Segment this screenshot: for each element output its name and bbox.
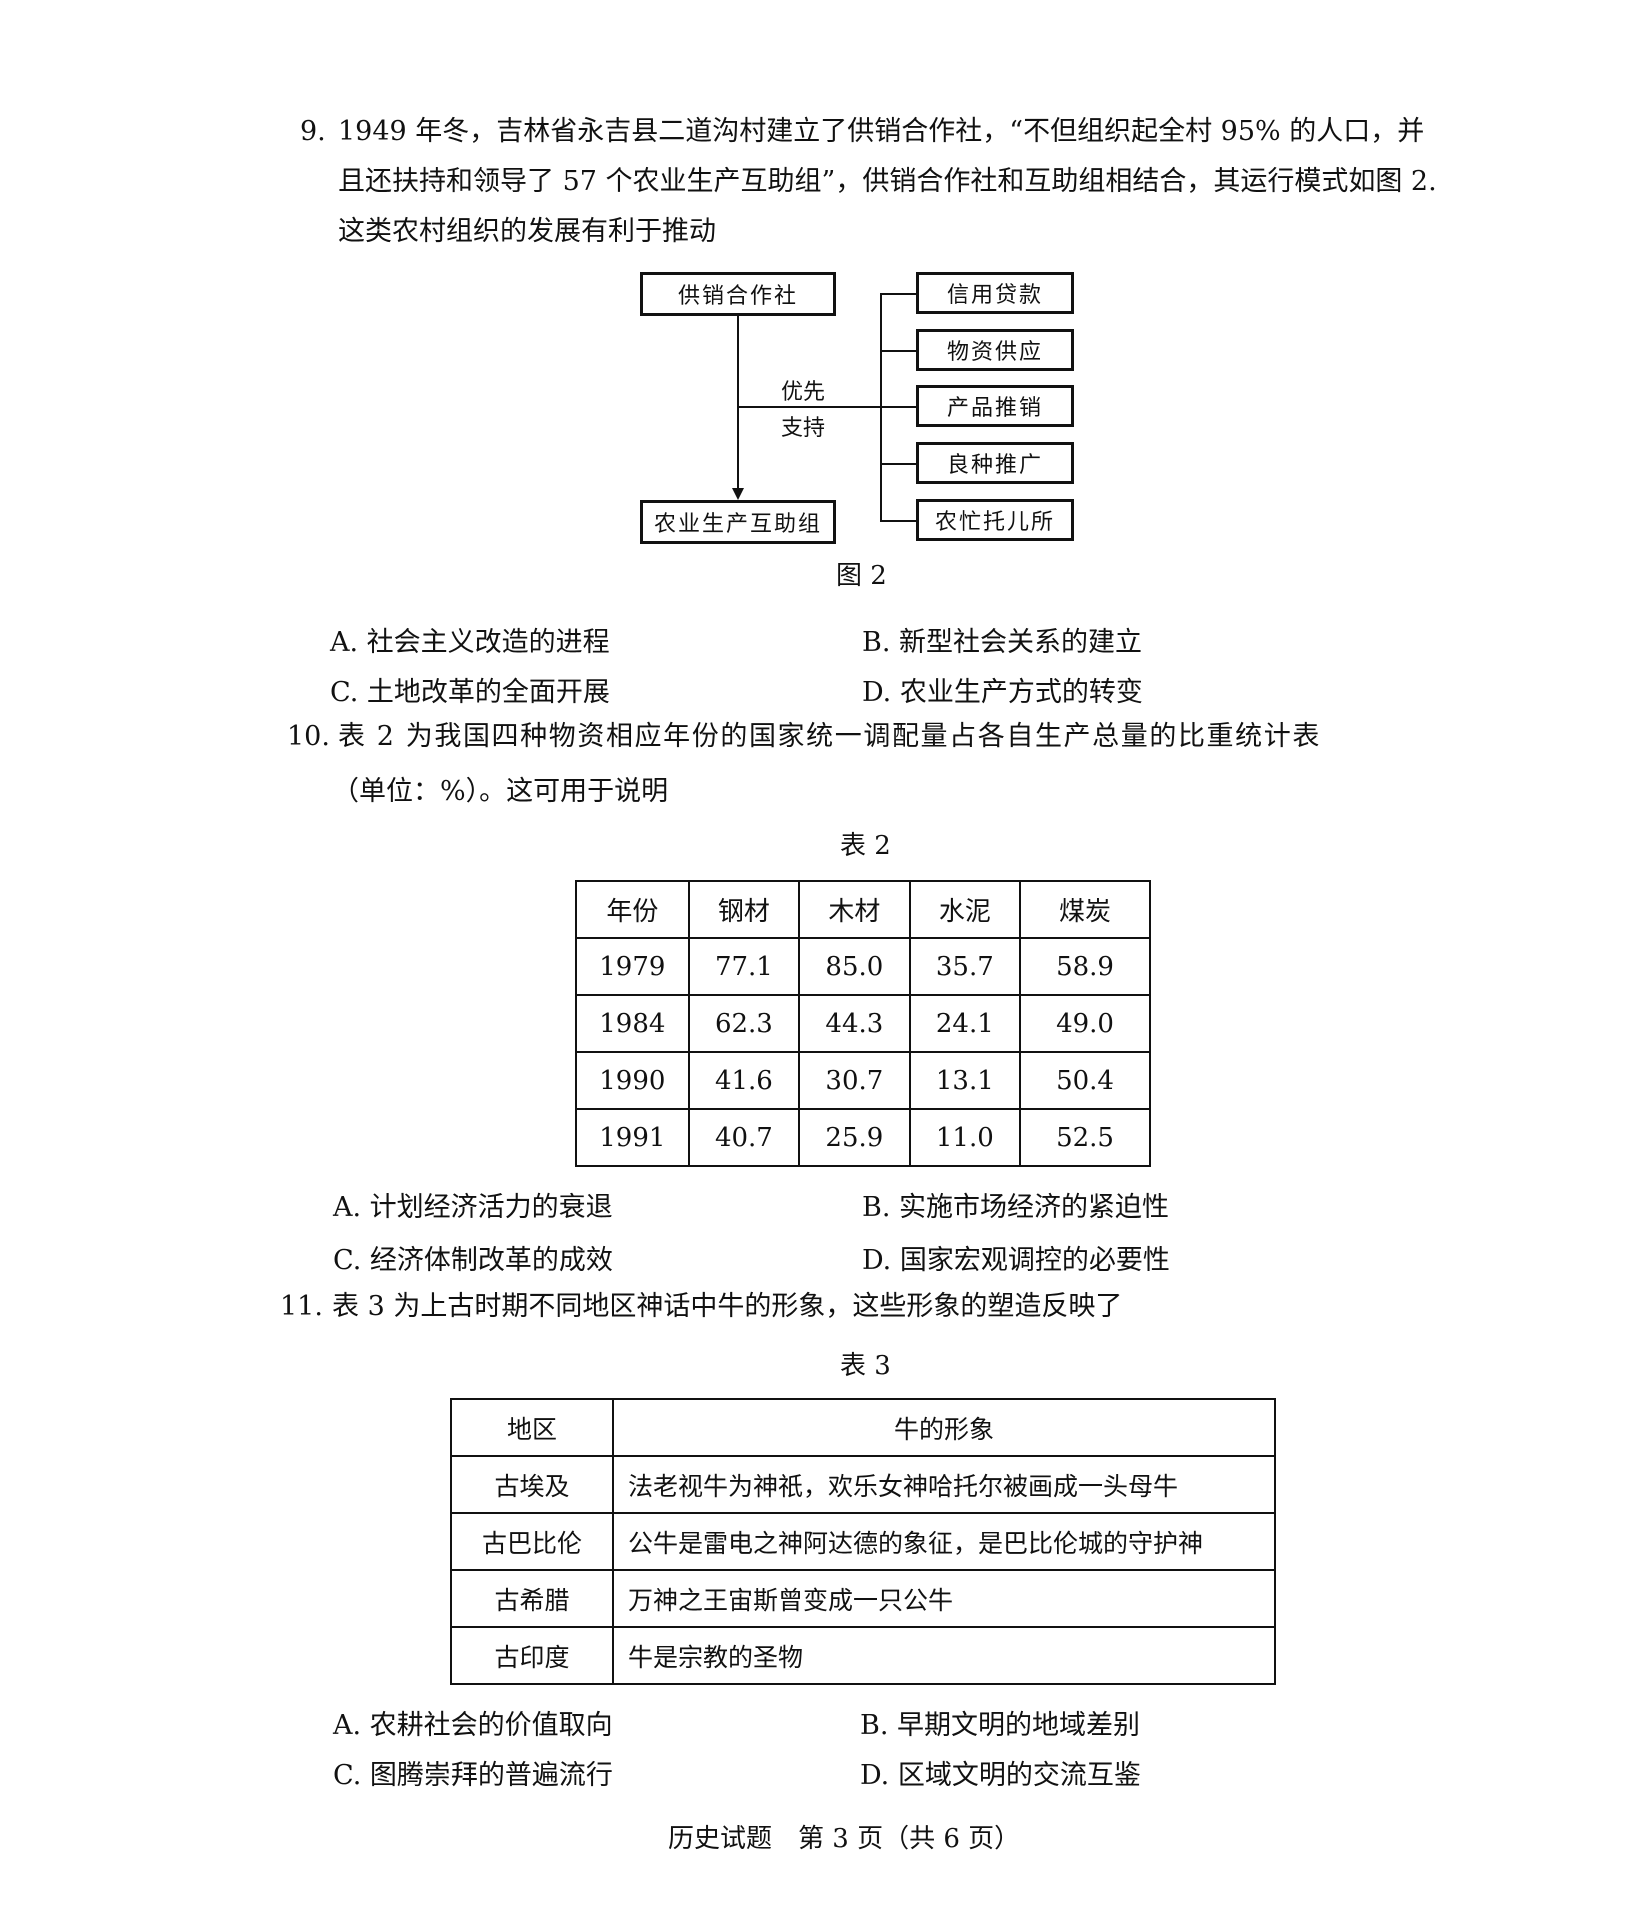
diagram-bracket-tick-4 xyxy=(880,463,916,465)
table-header-cell: 地区 xyxy=(450,1398,614,1457)
diagram-bracket-tick-5 xyxy=(880,520,916,522)
q10-line-2: （单位：%）。这可用于说明 xyxy=(332,776,669,807)
diagram-box-credit-loans: 信用贷款 xyxy=(916,272,1074,314)
diagram-arrow-shaft xyxy=(737,316,739,490)
table-cell: 13.1 xyxy=(908,1051,1022,1110)
table-cell: 古埃及 xyxy=(450,1455,614,1514)
q9-line-1: 1949 年冬，吉林省永吉县二道沟村建立了供销合作社，“不但组织起全村 95% … xyxy=(338,116,1425,147)
q9-option-a[interactable]: A. 社会主义改造的进程 xyxy=(330,627,610,658)
table-row: 古印度 牛是宗教的圣物 xyxy=(450,1626,1276,1685)
table-cell: 30.7 xyxy=(798,1051,911,1110)
table-cell: 35.7 xyxy=(908,937,1022,996)
diagram-box-nursery: 农忙托儿所 xyxy=(916,499,1074,541)
q10-number: 10. xyxy=(287,721,330,752)
table-cell: 40.7 xyxy=(687,1108,801,1167)
q10-option-a[interactable]: A. 计划经济活力的衰退 xyxy=(333,1192,613,1223)
table-row: 1990 41.6 30.7 13.1 50.4 xyxy=(575,1051,1151,1110)
table-3-caption: 表 3 xyxy=(840,1351,891,1381)
table-row: 古希腊 万神之王宙斯曾变成一只公牛 xyxy=(450,1569,1276,1628)
q10-option-d[interactable]: D. 国家宏观调控的必要性 xyxy=(862,1245,1170,1276)
table-3: 地区 牛的形象 古埃及 法老视牛为神祇，欢乐女神哈托尔被画成一头母牛 古巴比伦 … xyxy=(450,1398,1276,1685)
table-header-cell: 木材 xyxy=(798,880,911,939)
diagram-box-product-sales: 产品推销 xyxy=(916,385,1074,427)
q9-number: 9. xyxy=(300,116,326,147)
q11-option-d[interactable]: D. 区域文明的交流互鉴 xyxy=(860,1760,1141,1791)
table-cell: 62.3 xyxy=(687,994,801,1053)
table-header-cell: 钢材 xyxy=(687,880,801,939)
table-cell: 古印度 xyxy=(450,1626,614,1685)
diagram-connector-horizontal xyxy=(738,406,880,408)
page-footer: 历史试题 第 3 页（共 6 页） xyxy=(668,1824,1021,1854)
diagram-bracket-tick-2 xyxy=(880,350,916,352)
table-cell: 法老视牛为神祇，欢乐女神哈托尔被画成一头母牛 xyxy=(612,1455,1276,1514)
table-row: 1991 40.7 25.9 11.0 52.5 xyxy=(575,1108,1151,1167)
table-cell: 77.1 xyxy=(687,937,801,996)
diagram-label-priority: 优先 xyxy=(781,380,826,405)
table-cell: 公牛是雷电之神阿达德的象征，是巴比伦城的守护神 xyxy=(612,1512,1276,1571)
q9-option-c[interactable]: C. 土地改革的全面开展 xyxy=(330,677,610,708)
q9-option-d[interactable]: D. 农业生产方式的转变 xyxy=(862,677,1143,708)
table-cell: 58.9 xyxy=(1019,937,1151,996)
table-cell: 85.0 xyxy=(798,937,911,996)
table-cell: 古巴比伦 xyxy=(450,1512,614,1571)
q10-line-1: 表 2 为我国四种物资相应年份的国家统一调配量占各自生产总量的比重统计表 xyxy=(338,721,1321,752)
diagram-box-supply-cooperative: 供销合作社 xyxy=(640,272,836,316)
table-cell: 1979 xyxy=(575,937,690,996)
q10-option-c[interactable]: C. 经济体制改革的成效 xyxy=(333,1245,613,1276)
table-header-cell: 水泥 xyxy=(908,880,1022,939)
diagram-box-seed-promotion: 良种推广 xyxy=(916,442,1074,484)
diagram-arrow-head xyxy=(732,488,744,500)
table-cell: 1984 xyxy=(575,994,690,1053)
table-cell: 52.5 xyxy=(1019,1108,1151,1167)
table-cell: 11.0 xyxy=(908,1108,1022,1167)
table-header-cell: 煤炭 xyxy=(1019,880,1151,939)
table-cell: 牛是宗教的圣物 xyxy=(612,1626,1276,1685)
q11-line-1: 表 3 为上古时期不同地区神话中牛的形象，这些形象的塑造反映了 xyxy=(332,1291,1123,1322)
table-row: 1979 77.1 85.0 35.7 58.9 xyxy=(575,937,1151,996)
q11-option-b[interactable]: B. 早期文明的地域差别 xyxy=(860,1710,1141,1741)
q9-line-3: 这类农村组织的发展有利于推动 xyxy=(338,216,716,247)
table-row: 古巴比伦 公牛是雷电之神阿达德的象征，是巴比伦城的守护神 xyxy=(450,1512,1276,1571)
table-cell: 49.0 xyxy=(1019,994,1151,1053)
figure-2-caption: 图 2 xyxy=(836,561,887,591)
q10-option-b[interactable]: B. 实施市场经济的紧迫性 xyxy=(862,1192,1170,1223)
table-cell: 25.9 xyxy=(798,1108,911,1167)
table-header-cell: 年份 xyxy=(575,880,690,939)
q9-option-b[interactable]: B. 新型社会关系的建立 xyxy=(862,627,1143,658)
table-cell: 古希腊 xyxy=(450,1569,614,1628)
table-header-row: 地区 牛的形象 xyxy=(450,1398,1276,1457)
q9-line-2: 且还扶持和领导了 57 个农业生产互助组”，供销合作社和互助组相结合，其运行模式… xyxy=(338,166,1437,197)
table-cell: 万神之王宙斯曾变成一只公牛 xyxy=(612,1569,1276,1628)
table-row: 古埃及 法老视牛为神祇，欢乐女神哈托尔被画成一头母牛 xyxy=(450,1455,1276,1514)
q11-option-c[interactable]: C. 图腾崇拜的普遍流行 xyxy=(333,1760,613,1791)
q11-number: 11. xyxy=(280,1291,323,1322)
q11-option-a[interactable]: A. 农耕社会的价值取向 xyxy=(333,1710,613,1741)
diagram-box-mutual-aid-group: 农业生产互助组 xyxy=(640,500,836,544)
diagram-label-support: 支持 xyxy=(781,416,826,441)
table-row: 1984 62.3 44.3 24.1 49.0 xyxy=(575,994,1151,1053)
table-cell: 50.4 xyxy=(1019,1051,1151,1110)
table-cell: 44.3 xyxy=(798,994,911,1053)
table-cell: 24.1 xyxy=(908,994,1022,1053)
table-header-cell: 牛的形象 xyxy=(612,1398,1276,1457)
table-cell: 1990 xyxy=(575,1051,690,1110)
table-2-caption: 表 2 xyxy=(840,831,891,861)
diagram-bracket-tick-3 xyxy=(880,406,916,408)
table-cell: 41.6 xyxy=(687,1051,801,1110)
diagram-box-material-supply: 物资供应 xyxy=(916,329,1074,371)
diagram-bracket-tick-1 xyxy=(880,293,916,295)
table-header-row: 年份 钢材 木材 水泥 煤炭 xyxy=(575,880,1151,939)
table-cell: 1991 xyxy=(575,1108,690,1167)
table-2: 年份 钢材 木材 水泥 煤炭 1979 77.1 85.0 35.7 58.9 … xyxy=(575,880,1151,1167)
